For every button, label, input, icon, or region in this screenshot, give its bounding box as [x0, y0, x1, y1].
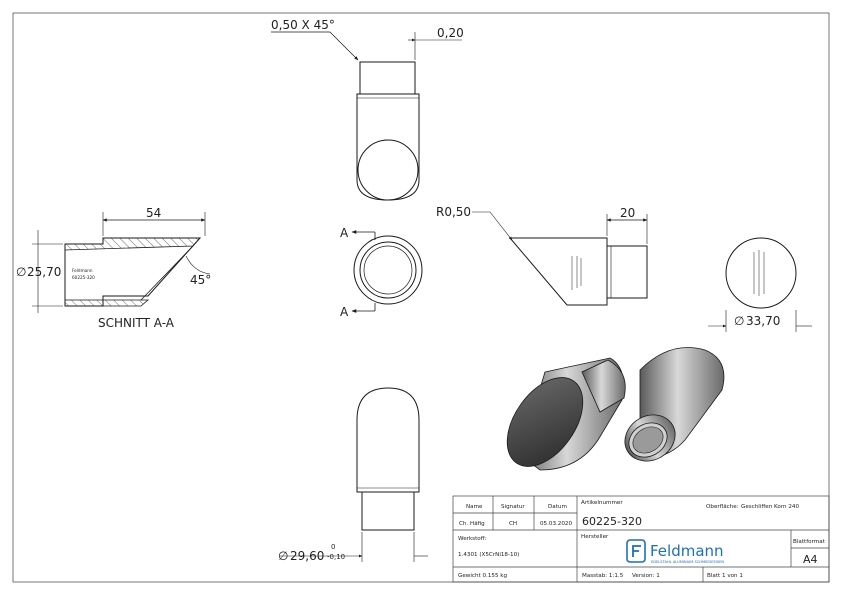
dim-tolerance-lower: -0,10: [327, 553, 345, 561]
side-dimensions: R0,50 20: [436, 205, 648, 244]
iso-view-left: [506, 357, 626, 471]
title-block: [452, 495, 830, 583]
feldmann-logo-icon: [626, 539, 646, 563]
top-spigot: [359, 61, 416, 95]
engraving-number: 60225-320: [72, 275, 95, 280]
tb-label-artikel: Artikelnummer: [581, 500, 623, 506]
dim-section-length: 54: [146, 206, 161, 220]
tb-massstab: Masstab: 1:1.5: [582, 573, 624, 579]
front-view: [351, 230, 423, 313]
section-marker-bottom: A: [340, 305, 349, 319]
dim-tolerance-upper: 0: [331, 543, 335, 551]
dim-spigot-diameter: 29,60: [290, 549, 324, 563]
tb-werkstoff: 1.4301 (X5CrNi18-10): [458, 552, 519, 558]
bottom-dimensions: ∅ 29,60 0 -0,10: [278, 532, 428, 563]
dim-section-diameter: 25,70: [27, 265, 61, 279]
top-cut-face: [357, 139, 419, 201]
tb-col-name: Name: [466, 504, 483, 510]
dim-radius: R0,50: [436, 205, 471, 219]
end-view: [708, 237, 812, 332]
feldmann-logo: Feldmann EDELSTAHL ALUMINIUM SCHMIEDEEIS…: [626, 539, 724, 564]
section-title: SCHNITT A-A: [98, 316, 175, 330]
section-marker-top: A: [340, 226, 349, 240]
tb-oberflaeche: Geschliffen Korn 240: [741, 504, 799, 510]
top-dimensions: 0,50 X 45° 0,20: [271, 18, 464, 61]
brand-tagline: EDELSTAHL ALUMINIUM SCHMIEDEEISEN: [651, 560, 724, 564]
dim-section-angle: 45°: [190, 273, 211, 287]
title-block-text: Name Signatur Datum Ch. Häfig CH 05.03.2…: [458, 500, 826, 579]
tb-label-werkstoff: Werkstoff:: [458, 536, 487, 542]
section-view: Feldmann 60225-320 54 ∅ 25,70 45° SCHNIT…: [16, 206, 211, 330]
top-view: [356, 61, 420, 201]
sheet-border: [12, 12, 830, 583]
tb-signatur: CH: [509, 521, 517, 527]
dim-spigot-diameter-symbol: ∅: [278, 549, 288, 563]
engraving-brand: Feldmann: [72, 268, 93, 273]
brand-name: Feldmann: [650, 542, 724, 560]
top-body: [356, 93, 420, 201]
dim-chamfer: 0,50 X 45°: [271, 18, 335, 32]
tb-version: Version: 1: [632, 573, 660, 579]
dim-wall: 0,20: [437, 26, 464, 40]
dim-spigot-length: 20: [620, 206, 635, 220]
tb-label-hersteller: Hersteller: [581, 534, 609, 540]
bottom-view: [356, 387, 420, 531]
tb-blattformat: A4: [803, 553, 818, 566]
tb-blatt: Blatt 1 von 1: [707, 573, 743, 579]
tb-artikel: 60225-320: [582, 515, 642, 528]
tb-label-oberflaeche: Oberfläche:: [706, 504, 739, 510]
dim-section-diameter-symbol: ∅: [16, 265, 26, 279]
tb-label-blattformat: Blattformat: [793, 539, 826, 545]
side-view: [508, 237, 648, 306]
iso-view-right: [624, 347, 725, 462]
tb-col-datum: Datum: [548, 504, 567, 510]
dim-outer-diameter-symbol: ∅: [734, 314, 744, 328]
tb-datum: 05.03.2020: [540, 521, 572, 527]
tb-col-signatur: Signatur: [501, 504, 525, 510]
tb-gewicht: Gewicht 0.155 kg: [458, 573, 508, 579]
tb-name: Ch. Häfig: [459, 521, 485, 527]
dim-outer-diameter: 33,70: [746, 314, 780, 328]
